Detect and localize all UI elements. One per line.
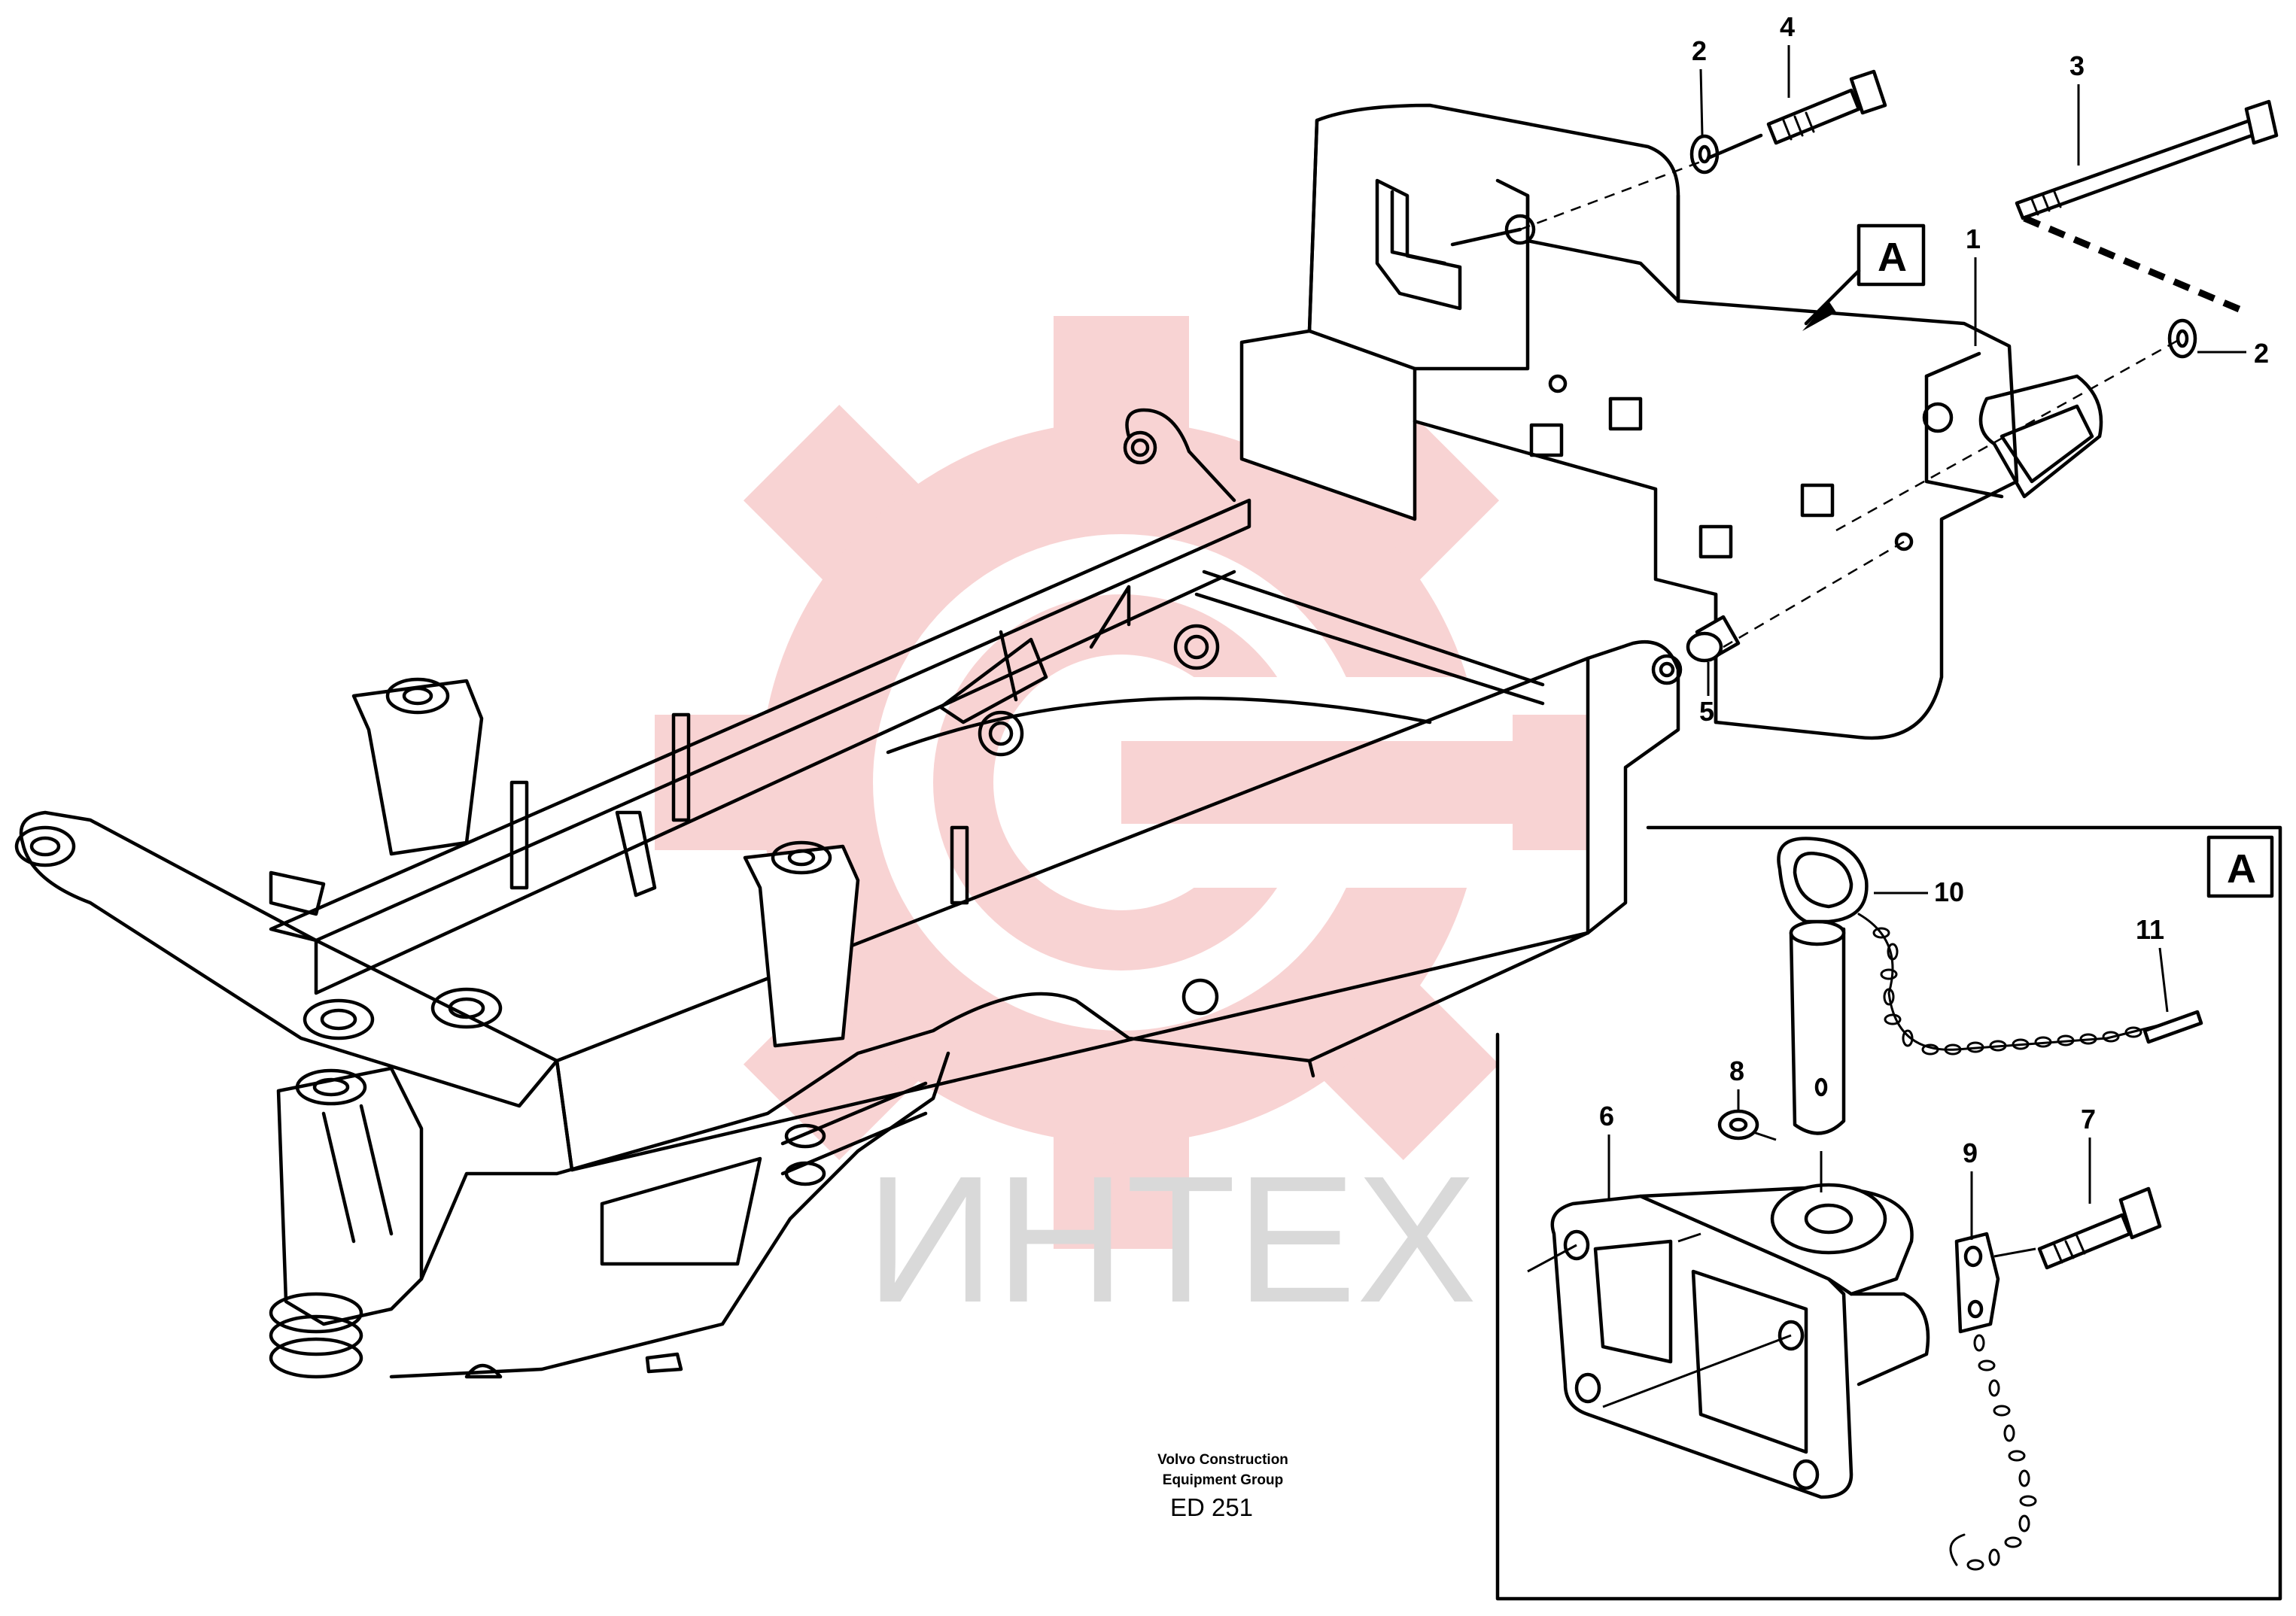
callout-5: 5 (1699, 696, 1714, 727)
callout-3: 3 (2069, 50, 2085, 81)
inset-label: A (2227, 846, 2256, 892)
callout-2-right: 2 (2254, 338, 2269, 369)
inset-label-box (2206, 835, 2274, 898)
callout-11: 11 (2136, 914, 2164, 945)
callout-4: 4 (1780, 11, 1795, 42)
callout-9: 9 (1963, 1138, 1978, 1168)
callout-6: 6 (1599, 1101, 1614, 1132)
callout-8: 8 (1729, 1056, 1744, 1086)
view-a-marker-label: A (1878, 235, 1907, 280)
callouts: 2 4 3 1 2 5 A (1692, 11, 2269, 727)
watermark-text: ИНТЕХ (865, 1138, 1477, 1340)
callout-2-upper: 2 (1692, 35, 1707, 66)
credit-line-2: Equipment Group (1163, 1472, 1283, 1488)
counterweight-fasteners (1450, 69, 2279, 663)
drawing-credit: Volvo Construction Equipment Group ED 25… (1157, 1452, 1288, 1521)
detail-a-inset: A (1495, 825, 2282, 1601)
view-a-marker (1857, 223, 1926, 287)
credit-line-1: Volvo Construction (1157, 1452, 1288, 1468)
drawing-code: ED 251 (1170, 1493, 1253, 1521)
callout-1: 1 (1966, 223, 1981, 254)
front-frame (14, 408, 1683, 1379)
callout-7: 7 (2081, 1104, 2096, 1135)
callout-10: 10 (1934, 876, 1964, 907)
